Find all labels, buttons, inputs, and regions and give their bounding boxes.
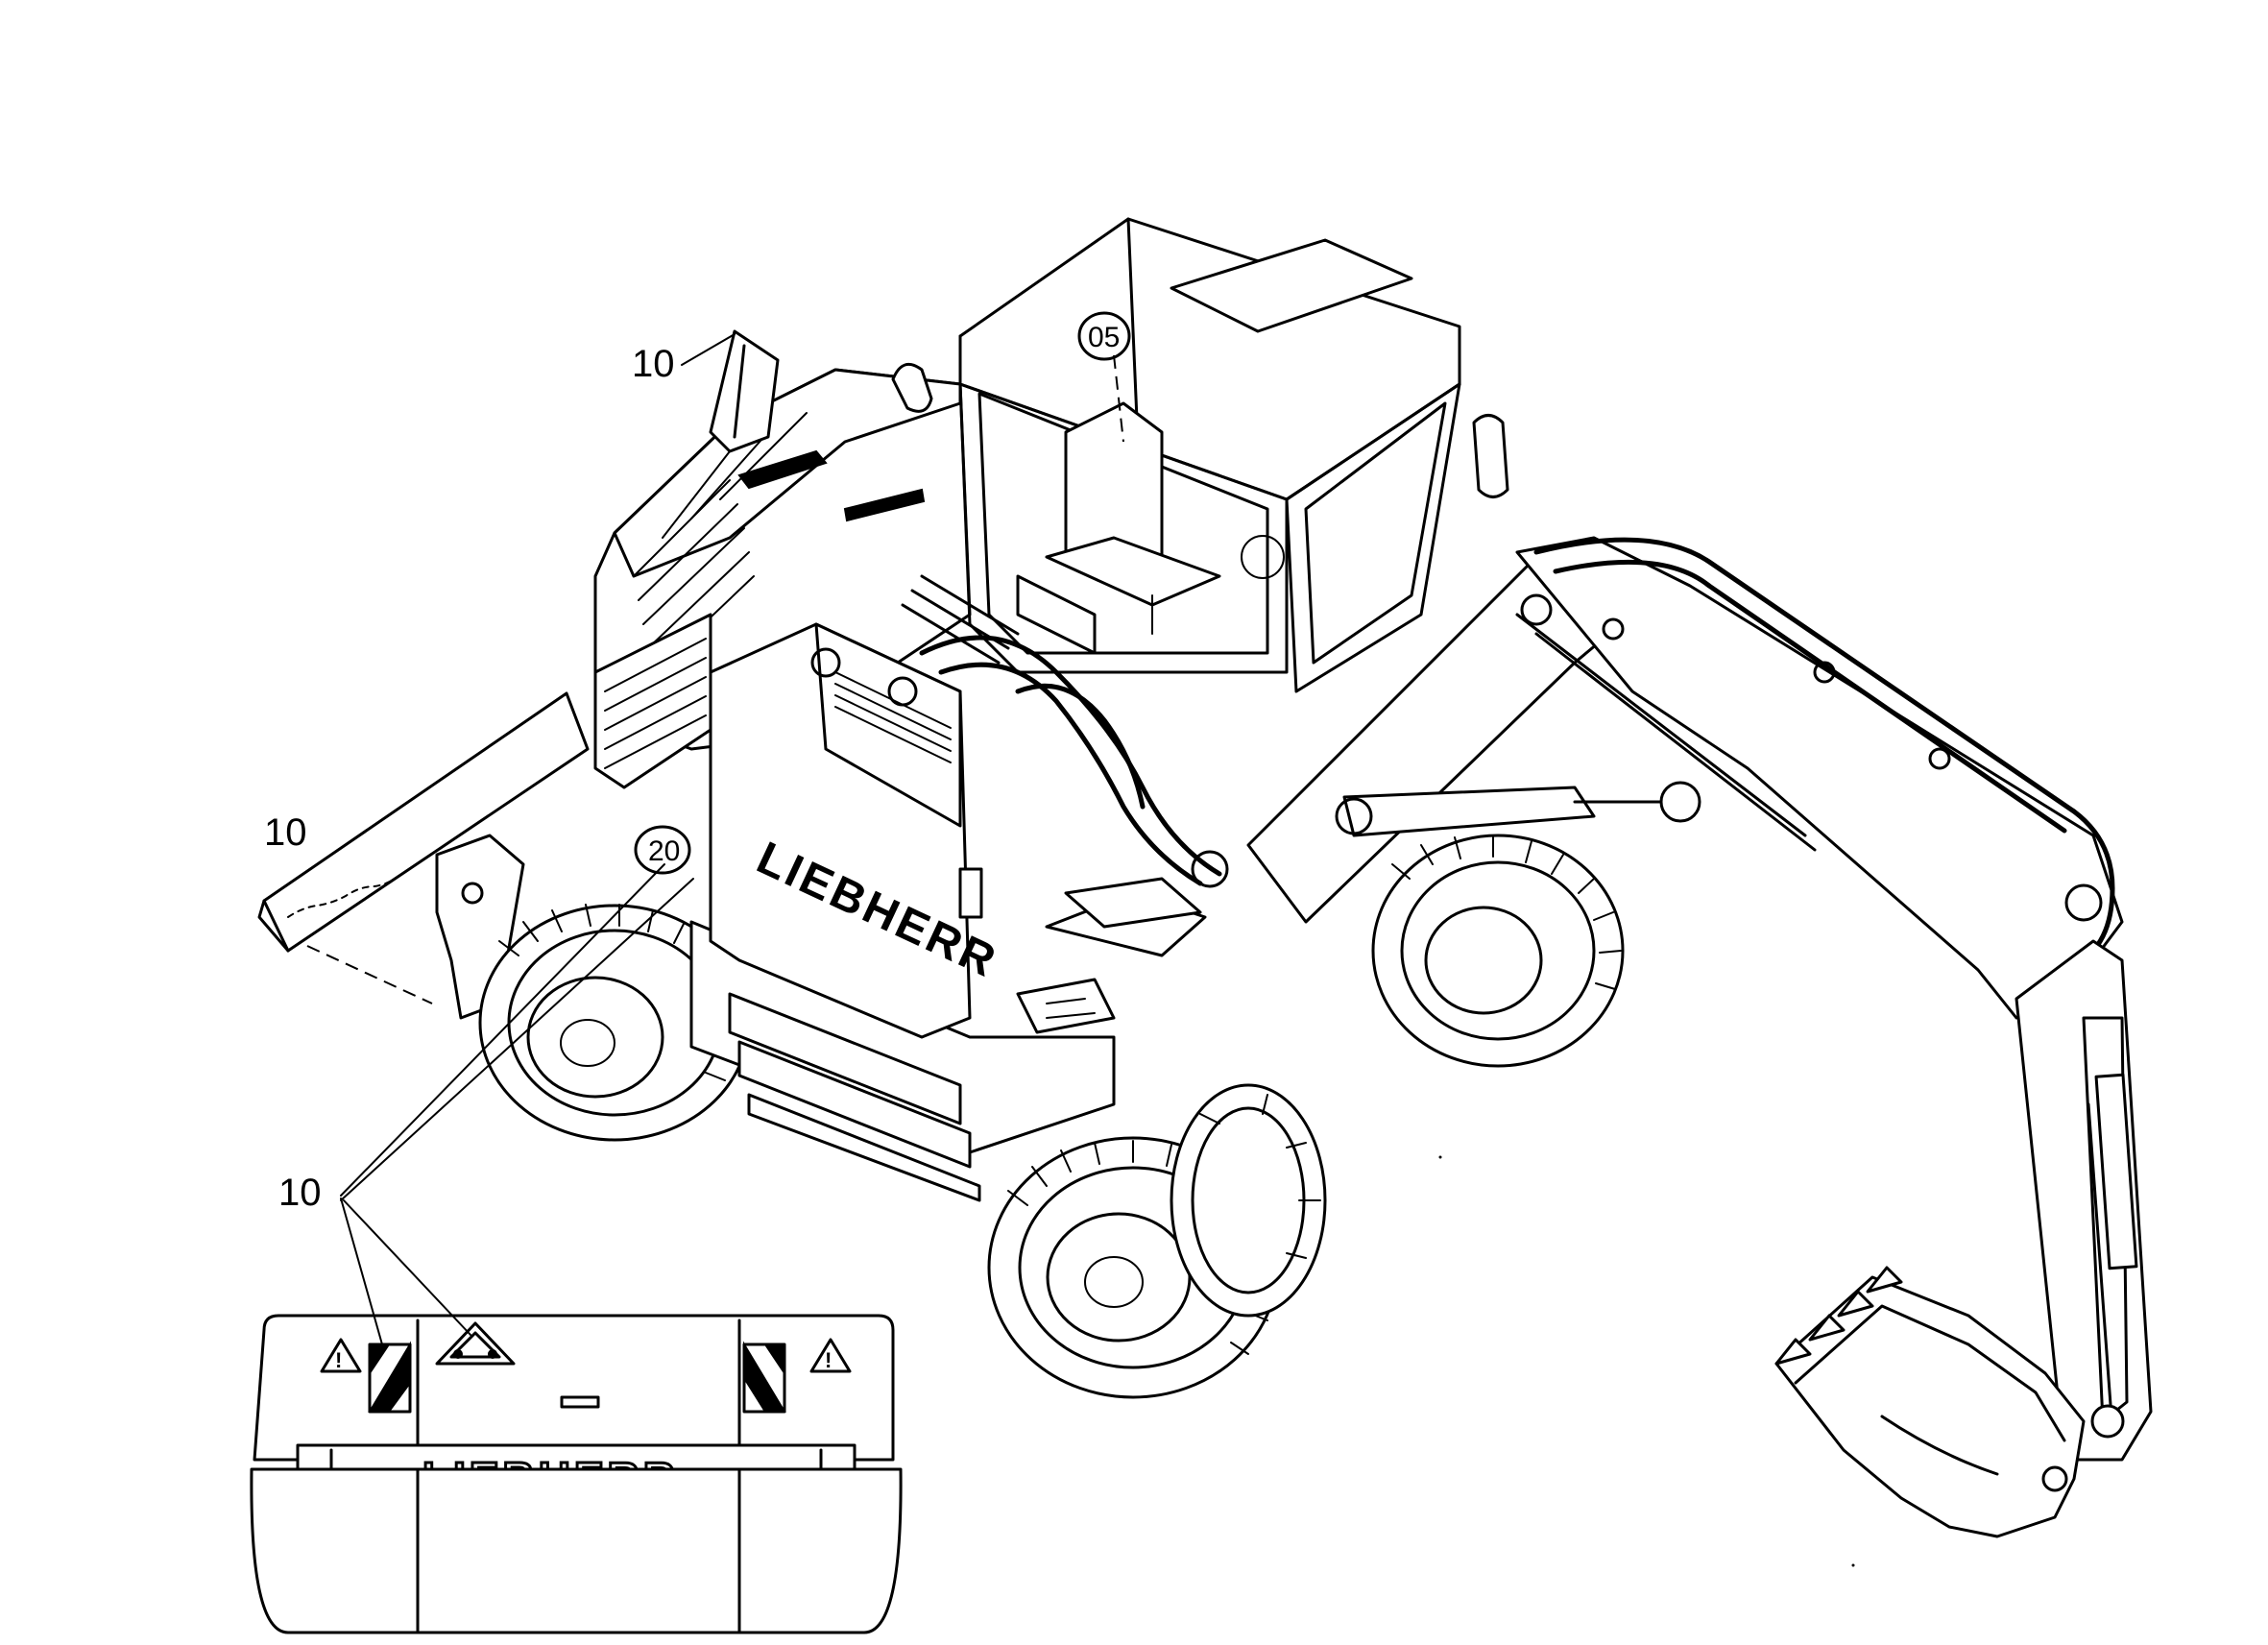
stick-arm <box>2015 939 2153 1462</box>
callout-rear-blade: 10 <box>264 811 307 854</box>
reflector-triangle-icon <box>435 1321 516 1366</box>
sticker-05-label: 05 <box>1088 322 1120 353</box>
svg-text:!: ! <box>335 1348 342 1372</box>
rear-light-bracket <box>709 329 780 453</box>
counterweight-rear-view: LIEBHERR ! ! <box>250 1314 903 1634</box>
hydraulic-hoses <box>810 574 1222 886</box>
callout-label: 10 <box>264 811 307 854</box>
side-panel: LIEBHERR 20 <box>634 622 1005 1039</box>
callout-counterweight: 10 <box>278 863 694 1345</box>
hazard-stripe-icon <box>368 1341 412 1414</box>
sticker-20-label: 20 <box>648 835 680 867</box>
svg-text:!: ! <box>825 1348 832 1372</box>
callout-label: 10 <box>632 343 675 385</box>
bucket <box>1774 1266 2086 1538</box>
callout-label: 10 <box>278 1172 322 1214</box>
warning-triangle-icon: ! <box>809 1338 852 1373</box>
sticker-20 <box>634 825 691 875</box>
operator-cab: 05 <box>958 217 1509 693</box>
rear-right-wheel <box>1371 834 1625 1068</box>
sticker-05 <box>1077 311 1131 361</box>
front-platform <box>1045 877 1207 957</box>
warning-triangle-icon: ! <box>320 1338 362 1373</box>
rear-left-wheel <box>478 904 751 1142</box>
callout-roof-guard: 10 <box>632 333 736 385</box>
boom <box>1191 536 2124 1020</box>
hazard-stripe-icon <box>742 1341 786 1414</box>
front-right-wheel <box>1170 1083 1327 1318</box>
